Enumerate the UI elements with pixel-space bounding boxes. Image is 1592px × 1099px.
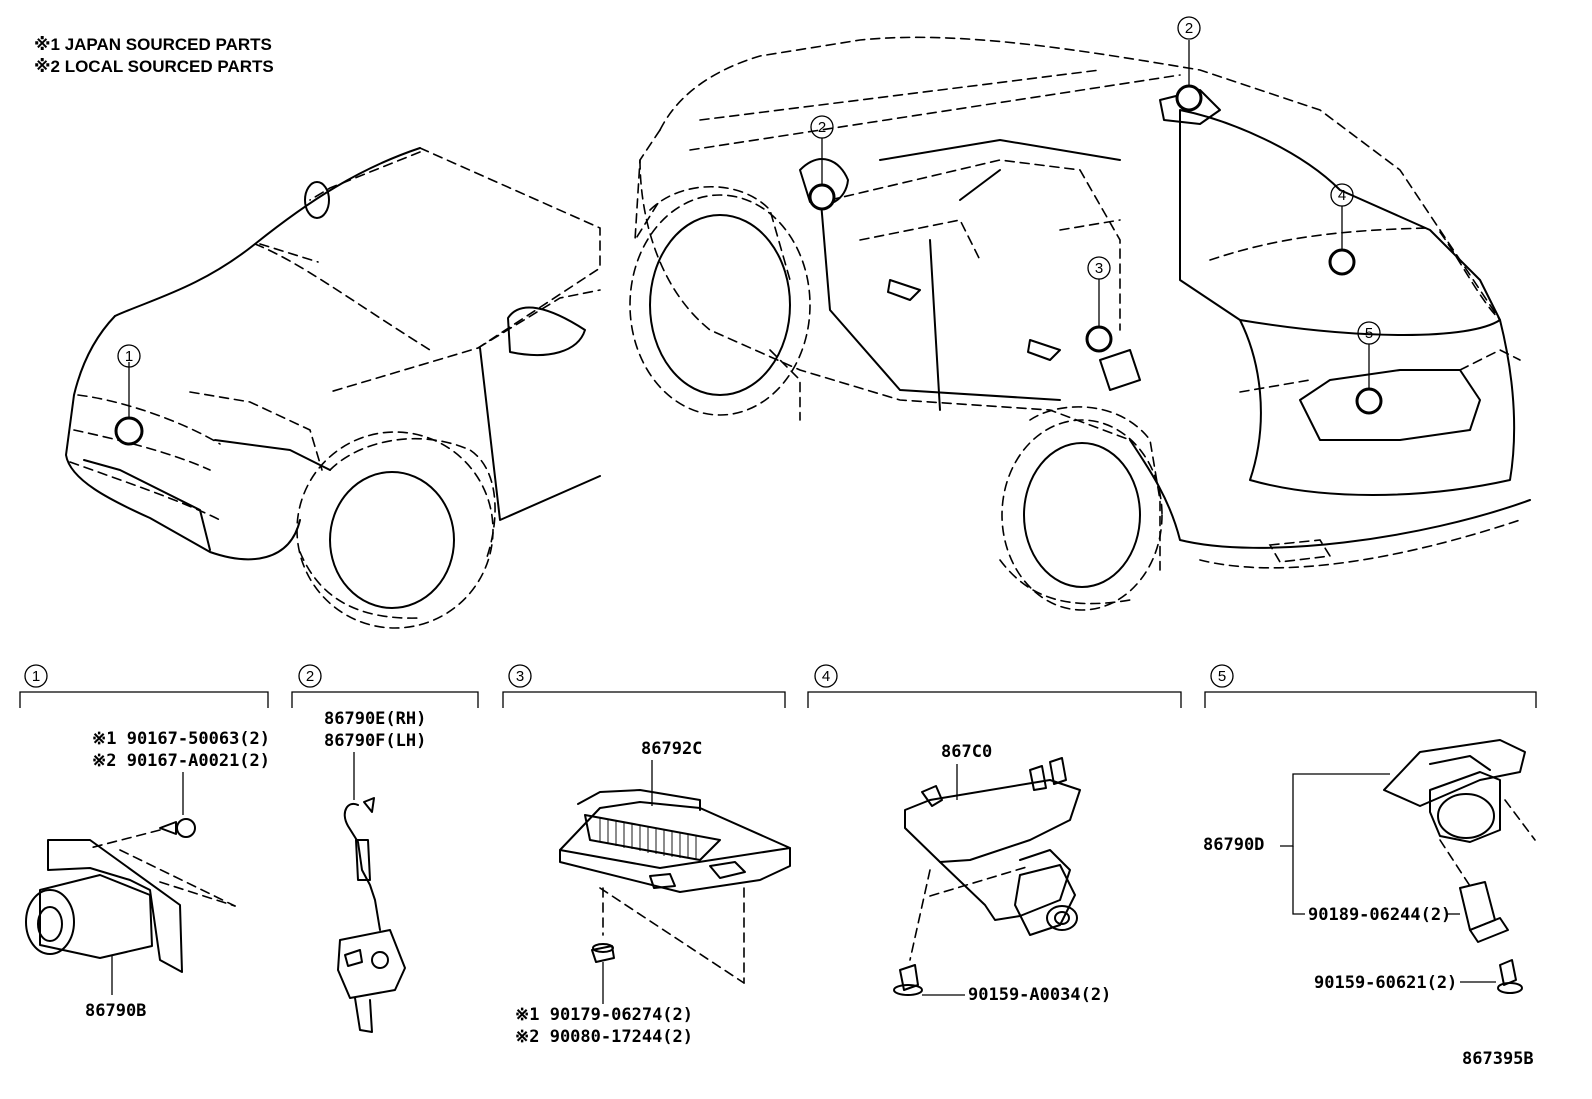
locator-label-3: 3	[1095, 260, 1103, 277]
locator-rear-camera	[1355, 387, 1383, 415]
locator-label-1: 1	[125, 348, 133, 365]
part-3-ecu: 86792C	[641, 739, 702, 759]
front-vehicle-view: 1	[65, 147, 601, 629]
part-4-sensor: 867C0	[941, 742, 992, 762]
note-japan-sourced: ※1 JAPAN SOURCED PARTS	[34, 35, 272, 54]
locator-front-camera	[114, 416, 144, 446]
rear-vehicle-view: 2 2 3 4 5	[629, 16, 1531, 611]
part-1-bolt-local: ※2 90167-A0021(2)	[92, 751, 270, 771]
locator-label-2b: 2	[1185, 20, 1193, 37]
note-local-sourced: ※2 LOCAL SOURCED PARTS	[34, 57, 274, 76]
part-group-2: 86790E(RH) 86790F(LH)	[324, 709, 426, 1033]
locator-label-5: 5	[1365, 325, 1373, 342]
part-group-4: 867C0 90159-A0034(2)	[893, 742, 1111, 1005]
group-label-5: 5	[1218, 668, 1226, 685]
group-label-4: 4	[822, 668, 830, 685]
locator-label-2a: 2	[818, 119, 826, 136]
group-headers: 1 2 3 4 5	[19, 664, 1537, 708]
locator-pillar-ecu	[1085, 325, 1113, 353]
part-5-camera: 86790D	[1203, 835, 1264, 855]
part-2-camera-rh: 86790E(RH)	[324, 709, 426, 729]
locator-roof-camera	[1175, 84, 1203, 112]
group-label-1: 1	[32, 668, 40, 685]
locator-side-mirror	[808, 183, 836, 211]
part-5-bolt: 90159-60621(2)	[1314, 973, 1457, 993]
diagram-id: 867395B	[1462, 1049, 1534, 1069]
part-group-3: 86792C ※1 90179-06274(2)	[515, 739, 791, 1047]
group-label-3: 3	[516, 668, 524, 685]
part-5-clip: 90189-06244(2)	[1308, 905, 1451, 925]
part-group-1: ※1 90167-50063(2) ※2 90167-A0021(2) 8679…	[25, 729, 270, 1021]
part-3-nut-japan: ※1 90179-06274(2)	[515, 1005, 693, 1025]
part-2-camera-lh: 86790F(LH)	[324, 731, 426, 751]
group-label-2: 2	[306, 668, 314, 685]
part-1-bolt-japan: ※1 90167-50063(2)	[92, 729, 270, 749]
part-group-5: 86790D 90189-06244(2) 90159-60621(2)	[1203, 739, 1536, 994]
locator-windshield-sensor	[1328, 248, 1356, 276]
part-3-nut-local: ※2 90080-17244(2)	[515, 1027, 693, 1047]
locator-label-4: 4	[1338, 187, 1346, 204]
part-4-bolt: 90159-A0034(2)	[968, 985, 1111, 1005]
part-1-camera: 86790B	[85, 1001, 146, 1021]
